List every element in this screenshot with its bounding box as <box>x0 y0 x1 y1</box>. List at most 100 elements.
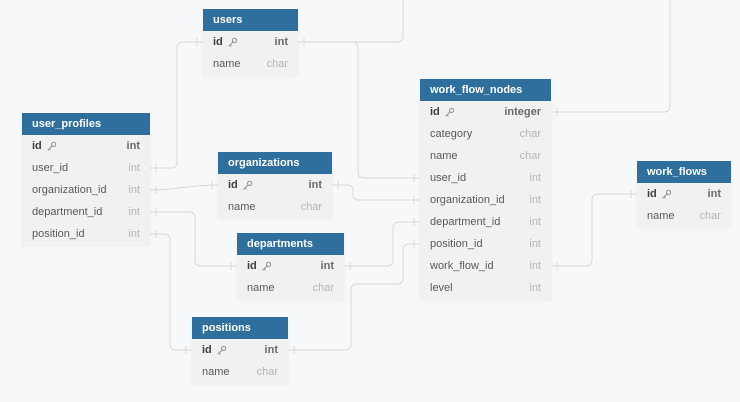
field-name: name <box>202 366 230 378</box>
relationship-line <box>551 0 671 113</box>
relationship-line <box>150 233 192 351</box>
relationship-work_flow_nodes.work_flow_id-to-work_flows.id <box>551 190 637 270</box>
field-type: int <box>308 179 322 191</box>
field-row-work_flow_nodes-department_id[interactable]: department_id int <box>420 211 551 233</box>
field-row-user_profiles-organization_id[interactable]: organization_id int <box>22 179 150 201</box>
table-header-positions[interactable]: positions <box>192 317 288 339</box>
field-type: int <box>529 238 541 250</box>
field-name: id <box>202 344 212 356</box>
field-row-work_flow_nodes-category[interactable]: category char <box>420 123 551 145</box>
field-type: int <box>128 228 140 240</box>
field-name: organization_id <box>32 184 107 196</box>
field-type: int <box>529 282 541 294</box>
table-title: user_profiles <box>32 118 102 130</box>
table-header-work_flow_nodes[interactable]: work_flow_nodes <box>420 79 551 101</box>
relationship-user_profiles.department_id-to-departments.id <box>150 208 237 270</box>
table-header-organizations[interactable]: organizations <box>218 152 332 174</box>
relationship-line <box>344 221 420 267</box>
field-type: integer <box>504 106 541 118</box>
table-title: positions <box>202 322 251 334</box>
field-row-work_flow_nodes-level[interactable]: level int <box>420 277 551 299</box>
relationship-user_profiles.position_id-to-positions.id <box>150 230 192 354</box>
relationship-line <box>149 184 219 191</box>
field-type: int <box>529 216 541 228</box>
field-type: int <box>529 260 541 272</box>
field-name: id <box>247 260 257 272</box>
field-row-work_flows-id[interactable]: id int <box>637 183 731 205</box>
field-row-departments-name[interactable]: name char <box>237 277 344 299</box>
field-name: department_id <box>430 216 501 228</box>
relationship-positions.id-to-work_flow_nodes.position_id <box>288 240 420 354</box>
field-name: category <box>430 128 473 140</box>
field-name: work_flow_id <box>430 260 494 272</box>
field-row-work_flow_nodes-position_id[interactable]: position_id int <box>420 233 551 255</box>
field-name: name <box>247 282 275 294</box>
table-title: organizations <box>228 157 300 169</box>
table-title: departments <box>247 238 314 250</box>
field-name: name <box>647 210 675 222</box>
field-row-work_flows-name[interactable]: name char <box>637 205 731 227</box>
primary-key-icon <box>662 189 672 199</box>
table-header-departments[interactable]: departments <box>237 233 344 255</box>
relationship-user_profiles.user_id-to-users.id <box>150 38 203 172</box>
table-header-user_profiles[interactable]: user_profiles <box>22 113 150 135</box>
field-type: int <box>320 260 334 272</box>
table-departments[interactable]: departments id int name char <box>237 233 344 299</box>
field-name: id <box>228 179 238 191</box>
relationship-line <box>150 41 203 169</box>
table-title: work_flows <box>647 166 707 178</box>
field-name: id <box>430 106 440 118</box>
relationship-users.id-to-canvas-top-edge <box>298 0 404 43</box>
field-name: department_id <box>32 206 103 218</box>
field-name: id <box>647 188 657 200</box>
field-type: char <box>519 128 541 140</box>
field-type: int <box>707 188 721 200</box>
field-row-work_flow_nodes-id[interactable]: id integer <box>420 101 551 123</box>
field-type: int <box>128 184 140 196</box>
primary-key-icon <box>228 37 238 47</box>
field-name: level <box>430 282 453 294</box>
field-type: char <box>256 366 278 378</box>
field-name: id <box>32 140 42 152</box>
field-name: user_id <box>32 162 69 174</box>
field-row-user_profiles-user_id[interactable]: user_id int <box>22 157 150 179</box>
field-type: char <box>312 282 334 294</box>
field-name: user_id <box>430 172 467 184</box>
field-type: char <box>699 210 721 222</box>
field-name: position_id <box>430 238 483 250</box>
table-header-users[interactable]: users <box>203 9 298 31</box>
relationship-line <box>150 211 237 267</box>
table-header-work_flows[interactable]: work_flows <box>637 161 731 183</box>
field-row-departments-id[interactable]: id int <box>237 255 344 277</box>
field-row-positions-name[interactable]: name char <box>192 361 288 383</box>
table-body: id int name char <box>237 255 344 299</box>
field-row-organizations-id[interactable]: id int <box>218 174 332 196</box>
field-row-work_flow_nodes-work_flow_id[interactable]: work_flow_id int <box>420 255 551 277</box>
field-name: id <box>213 36 223 48</box>
table-body: id int name char <box>637 183 731 227</box>
relationship-line <box>551 193 637 267</box>
field-name: organization_id <box>430 194 505 206</box>
field-type: int <box>128 162 140 174</box>
